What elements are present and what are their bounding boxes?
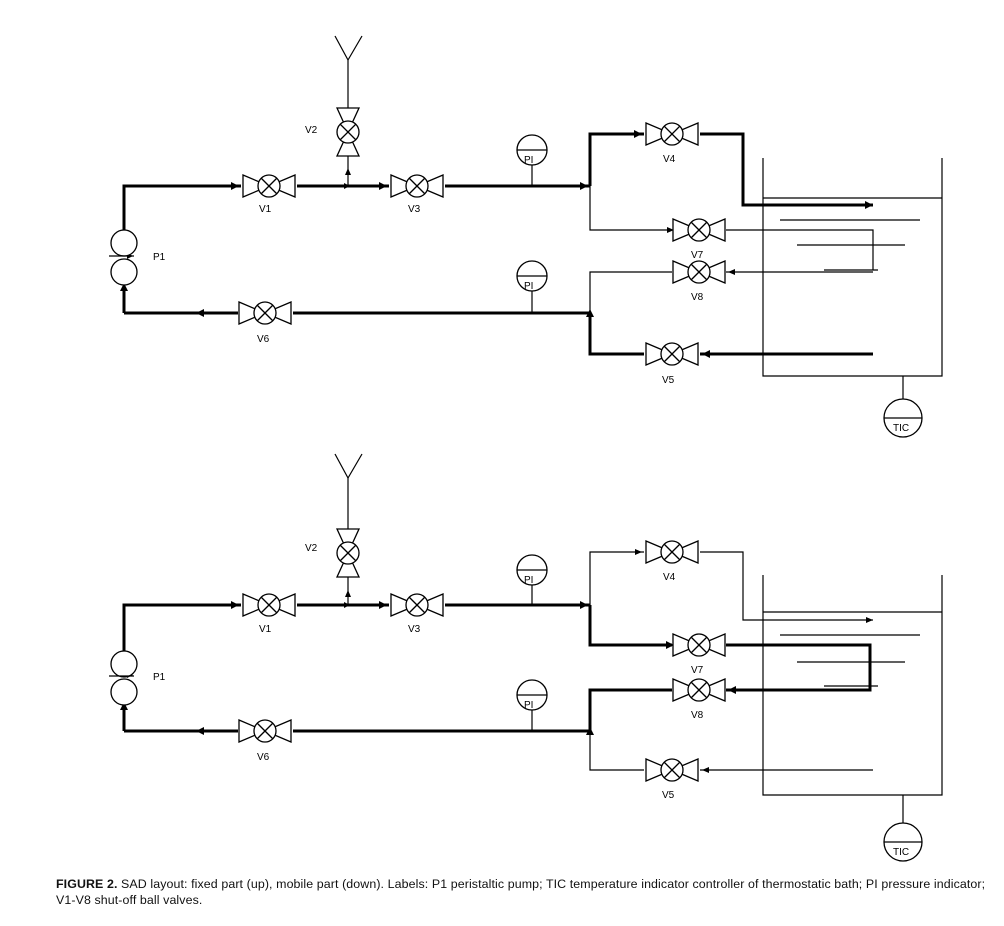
label-v2: V2 [305, 125, 318, 136]
label-v8: V8 [691, 710, 704, 721]
pump-p1-symbol [109, 229, 138, 286]
fixed-part-panel: V2 V1 V3 V4 V7 V8 V5 V6 P1 PI PI TIC [109, 35, 943, 438]
valve-v7-symbol [672, 633, 726, 657]
valve-v2-symbol [335, 107, 361, 157]
label-pi-bottom: PI [524, 700, 533, 711]
label-p1: P1 [153, 252, 166, 263]
valve-v5-symbol [645, 342, 699, 366]
label-tic: TIC [893, 423, 909, 434]
valve-v1-symbol [242, 593, 296, 617]
tic-symbol [883, 398, 923, 438]
label-v6: V6 [257, 752, 270, 763]
valve-v3-symbol [390, 593, 444, 617]
label-v7: V7 [691, 665, 704, 676]
valve-v6-symbol [238, 719, 292, 743]
valve-v3-symbol [390, 174, 444, 198]
label-v5: V5 [662, 790, 675, 801]
valve-v8-symbol [672, 678, 726, 702]
pump-p1-symbol [109, 650, 138, 706]
label-pi-bottom: PI [524, 281, 533, 292]
label-v4: V4 [663, 572, 676, 583]
valve-v1-symbol [242, 174, 296, 198]
label-v1: V1 [259, 624, 272, 635]
figure-label: FIGURE 2. [56, 877, 118, 891]
label-v5: V5 [662, 375, 675, 386]
label-p1: P1 [153, 672, 166, 683]
label-v8: V8 [691, 292, 704, 303]
valve-v4-symbol [645, 540, 699, 564]
label-v4: V4 [663, 154, 676, 165]
pressure-indicator-top-symbol [516, 134, 548, 166]
label-pi-top: PI [524, 155, 533, 166]
mobile-part-panel: V2 V1 V3 V4 V7 V8 V5 V6 P1 PI PI TIC [109, 453, 943, 862]
pressure-indicator-bottom-symbol [516, 260, 548, 292]
tic-symbol [883, 822, 923, 862]
valve-v8-symbol [672, 260, 726, 284]
label-v6: V6 [257, 334, 270, 345]
figure-caption-text: SAD layout: fixed part (up), mobile part… [56, 877, 986, 907]
valve-v6-symbol [238, 301, 292, 325]
valve-v4-symbol [645, 122, 699, 146]
valve-v2-symbol [335, 528, 361, 578]
label-pi-top: PI [524, 575, 533, 586]
label-v2: V2 [305, 543, 318, 554]
pressure-indicator-top-symbol [516, 554, 548, 586]
label-v1: V1 [259, 204, 272, 215]
pressure-indicator-bottom-symbol [516, 679, 548, 711]
valve-v5-symbol [645, 758, 699, 782]
figure-caption: FIGURE 2. SAD layout: fixed part (up), m… [56, 876, 996, 908]
label-v3: V3 [408, 204, 421, 215]
label-v7: V7 [691, 250, 704, 261]
label-v3: V3 [408, 624, 421, 635]
label-tic: TIC [893, 847, 909, 858]
valve-v7-symbol [672, 218, 726, 242]
